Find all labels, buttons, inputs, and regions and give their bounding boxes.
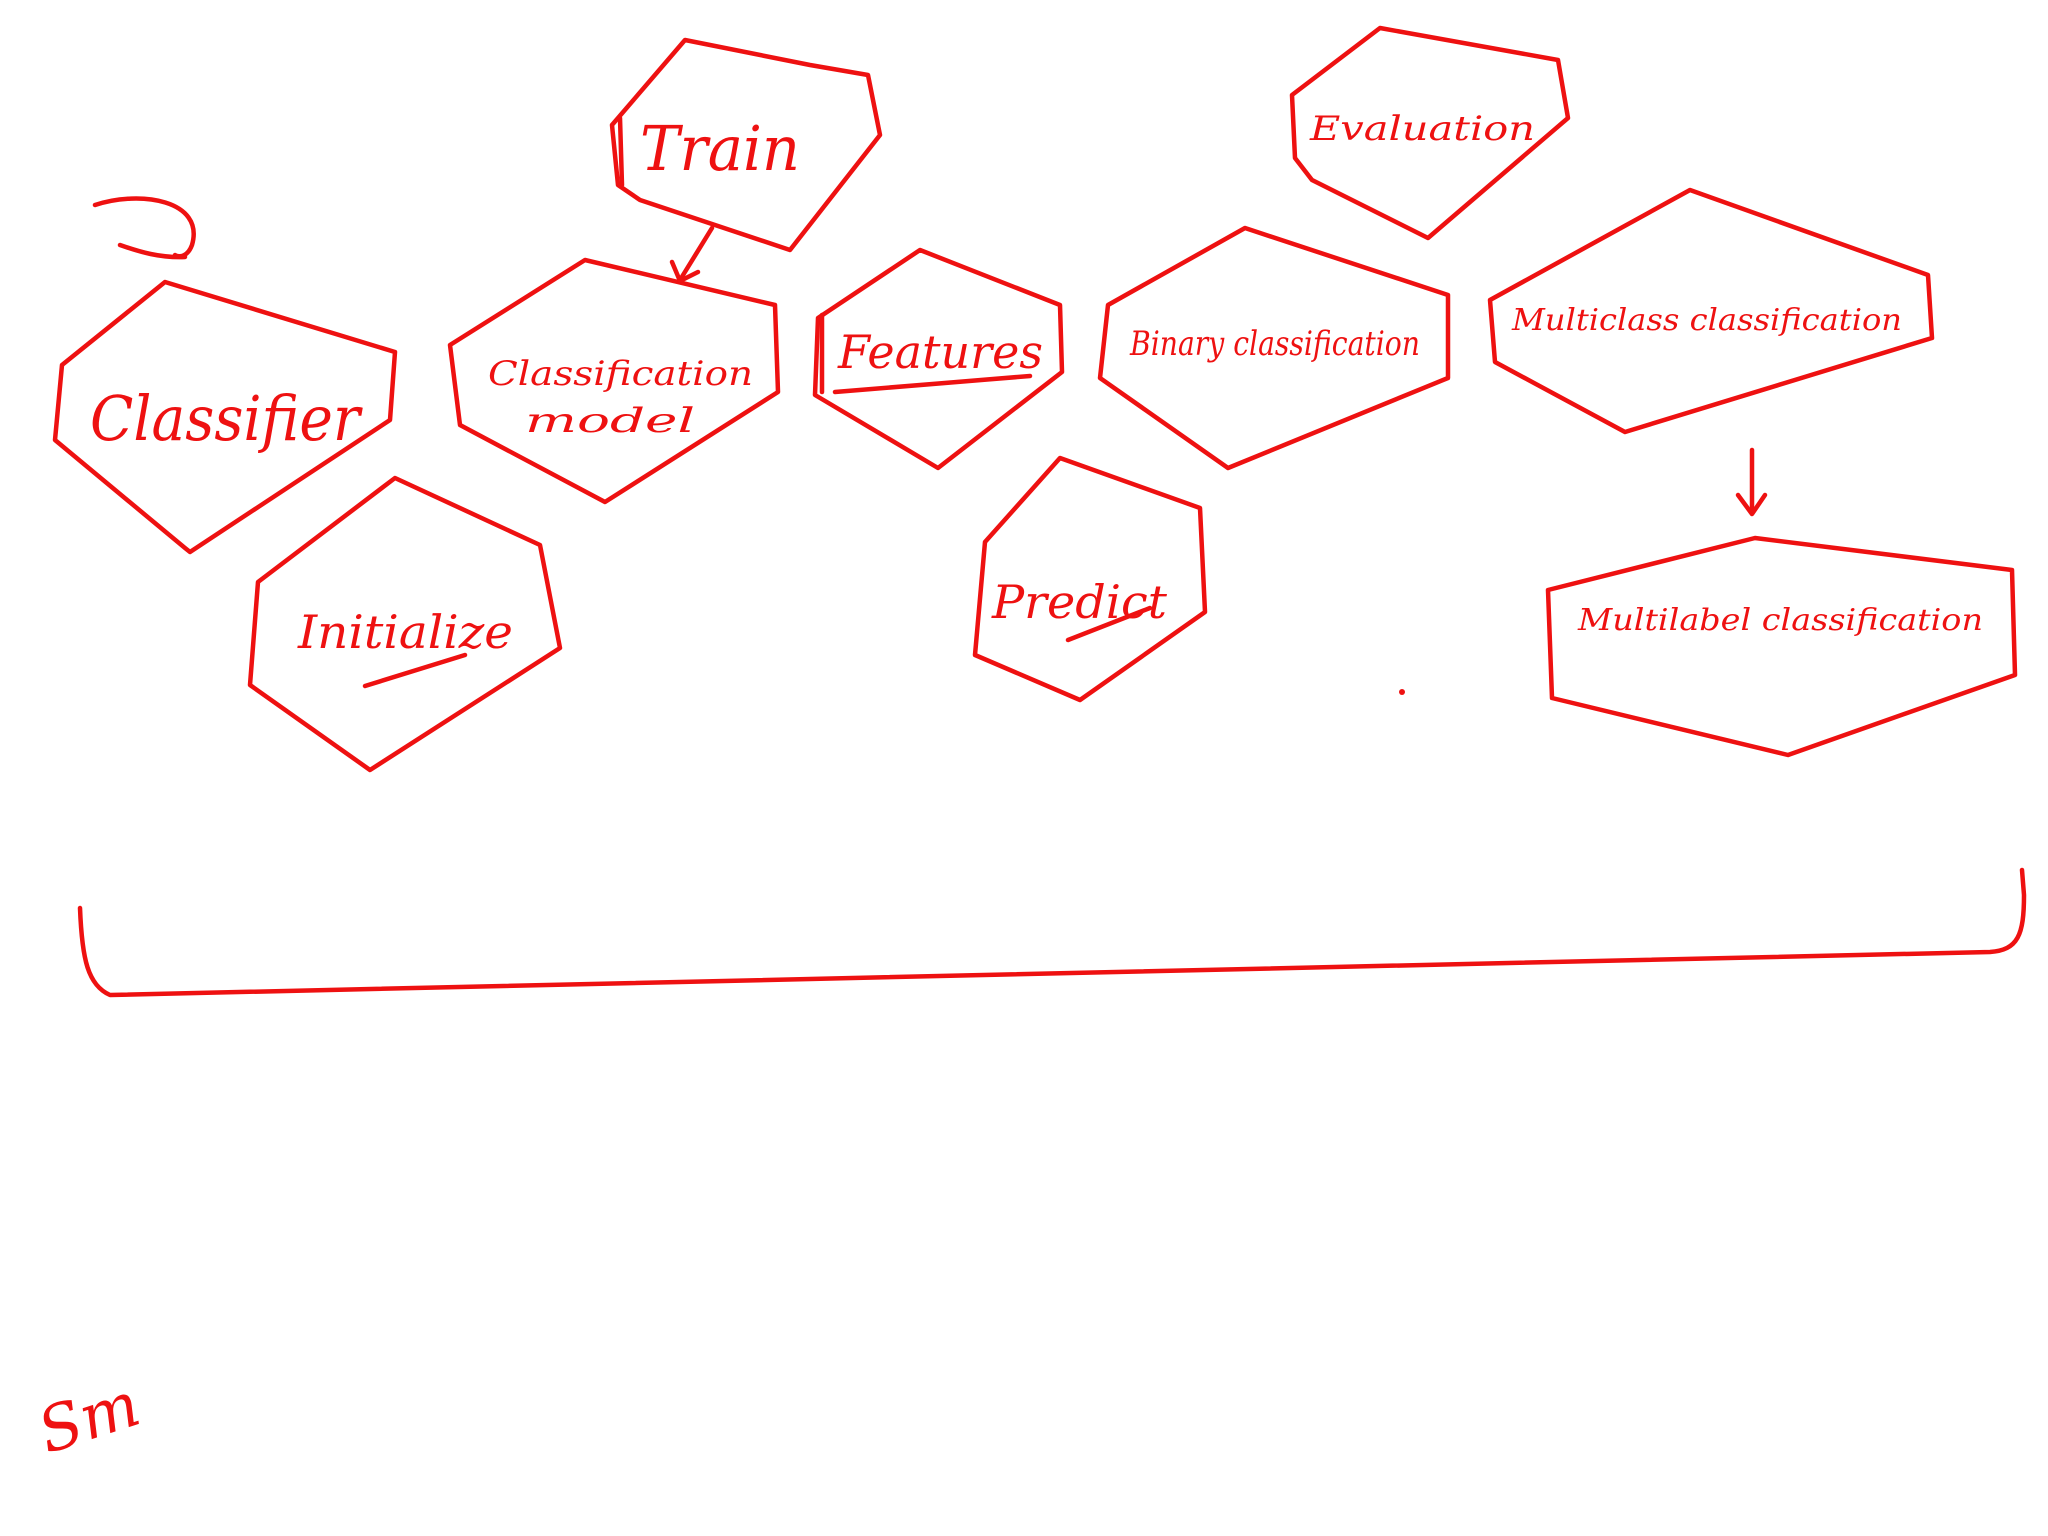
evaluation-label: Evaluation xyxy=(1309,109,1535,149)
curved-arrow-icon xyxy=(92,196,196,260)
train-to-model-arrow xyxy=(669,225,715,284)
stray-dot xyxy=(1399,689,1405,695)
signature-text: Sm xyxy=(29,1367,148,1468)
classification-model-label-line2: model xyxy=(525,401,695,441)
bracket-line xyxy=(77,867,2027,998)
train-label: Train xyxy=(640,112,800,185)
classification-model-label-line1: Classification xyxy=(488,354,753,394)
train-node: Train xyxy=(609,37,883,253)
signature: Sm xyxy=(29,1367,148,1468)
classification-model-node: Classification model xyxy=(447,257,781,505)
multiclass-classification-label: Multiclass classification xyxy=(1511,303,1902,338)
predict-label: Predict xyxy=(991,575,1168,629)
classifier-node: Classifier xyxy=(52,279,398,555)
multiclass-classification-node: Multiclass classification xyxy=(1487,187,1935,435)
multiclass-to-multilabel-arrow xyxy=(1735,447,1768,517)
evaluation-node: Evaluation xyxy=(1289,25,1571,241)
binary-classification-label: Binary classification xyxy=(1129,324,1420,364)
features-underline xyxy=(832,373,1033,395)
initialize-label: Initialize xyxy=(297,605,513,659)
features-node: Features xyxy=(812,247,1065,471)
classifier-label: Classifier xyxy=(90,382,363,455)
predict-underline xyxy=(1065,605,1153,643)
multilabel-classification-node: Multilabel classification xyxy=(1545,535,2018,758)
multilabel-classification-label: Multilabel classification xyxy=(1577,603,1983,638)
predict-node: Predict xyxy=(972,455,1208,703)
features-label: Features xyxy=(837,325,1043,379)
initialize-node: Initialize xyxy=(247,475,563,773)
initialize-underline xyxy=(362,652,468,689)
binary-classification-node: Binary classification xyxy=(1097,225,1451,471)
